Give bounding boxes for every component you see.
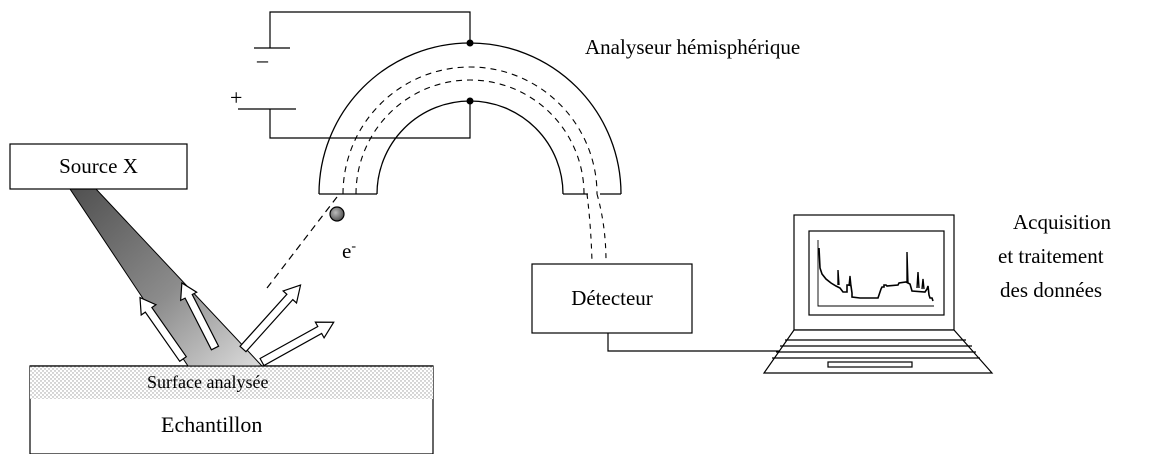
sample-label: Echantillon (161, 412, 263, 437)
outer-electrode-terminal (466, 39, 474, 47)
plus-sign: + (230, 85, 243, 110)
electron-particle (329, 206, 345, 222)
acquisition-label-line3: des données (1000, 278, 1103, 302)
source-x-box (9, 143, 188, 190)
inner-electrode-terminal (466, 97, 474, 105)
spectrum-plot (817, 240, 934, 307)
analyzer-trajectories (342, 66, 598, 195)
laptop-computer (762, 214, 994, 374)
source-x-label: Source X (59, 154, 138, 178)
photoelectron-arrows (139, 281, 335, 367)
analyzer-label: Analyseur hémisphérique (585, 35, 801, 59)
minus-sign: – (257, 47, 268, 72)
acquisition-label-line2: et traitement (998, 244, 1104, 268)
electron-label: e- (342, 235, 356, 263)
detector-cable (607, 333, 790, 352)
acquisition-label-line1: Acquisition (1013, 210, 1111, 234)
electron-symbol: e (342, 239, 352, 263)
detector-box (531, 263, 693, 334)
detector-label: Détecteur (571, 286, 653, 310)
analyzed-surface-layer (30, 366, 433, 399)
electron-path-out (586, 193, 607, 263)
electron-charge: - (351, 239, 356, 254)
electron-path-in (266, 196, 338, 289)
surface-label: Surface analysée (147, 372, 269, 392)
power-supply-wiring (238, 11, 471, 139)
